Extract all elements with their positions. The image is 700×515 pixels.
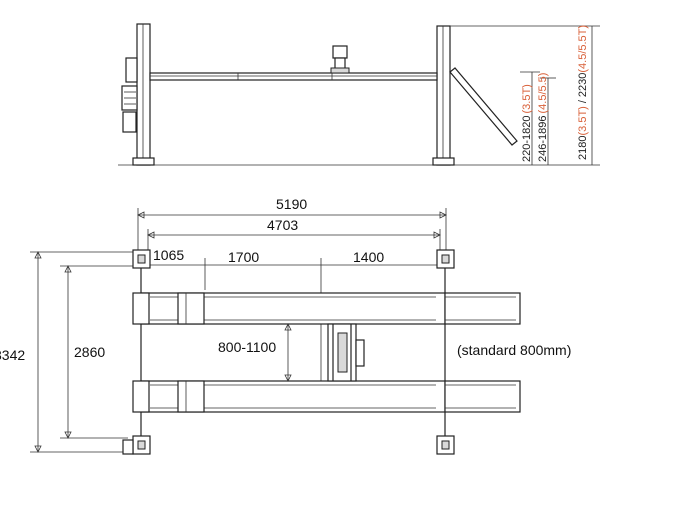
dim-post-length: 4703 [267, 217, 298, 233]
dim-segment-2: 1400 [353, 249, 384, 265]
runway-top [132, 292, 521, 325]
ramp [449, 67, 518, 146]
runway-bottom [132, 380, 521, 413]
standard-note: (standard 800mm) [457, 342, 571, 358]
power-unit [125, 57, 138, 83]
side-view: 220-1820(3.5T) 246-1896(4.5/5.5) 2180(3.… [118, 23, 600, 166]
height-total: 2180(3.5T)/2230(4.5/5.5T) [577, 25, 589, 160]
dim-runway-gap: 800-1100 [218, 339, 276, 355]
dim-overall-width: 3342 [0, 347, 25, 363]
height-range-a: 220-1820(3.5T) [521, 84, 533, 162]
jack [332, 45, 348, 59]
top-view: 5190 4703 1065 1700 1400 3342 2860 [0, 196, 571, 455]
left-post [136, 23, 151, 166]
runway-side [149, 72, 438, 81]
jack-top-view [327, 323, 365, 382]
dim-inner-width: 2860 [74, 344, 105, 360]
height-range-b: 246-1896(4.5/5.5) [537, 73, 549, 162]
right-post [436, 25, 451, 166]
dim-segment-1: 1700 [228, 249, 259, 265]
dim-post-offset: 1065 [153, 247, 184, 263]
dim-overall-length: 5190 [276, 196, 307, 212]
